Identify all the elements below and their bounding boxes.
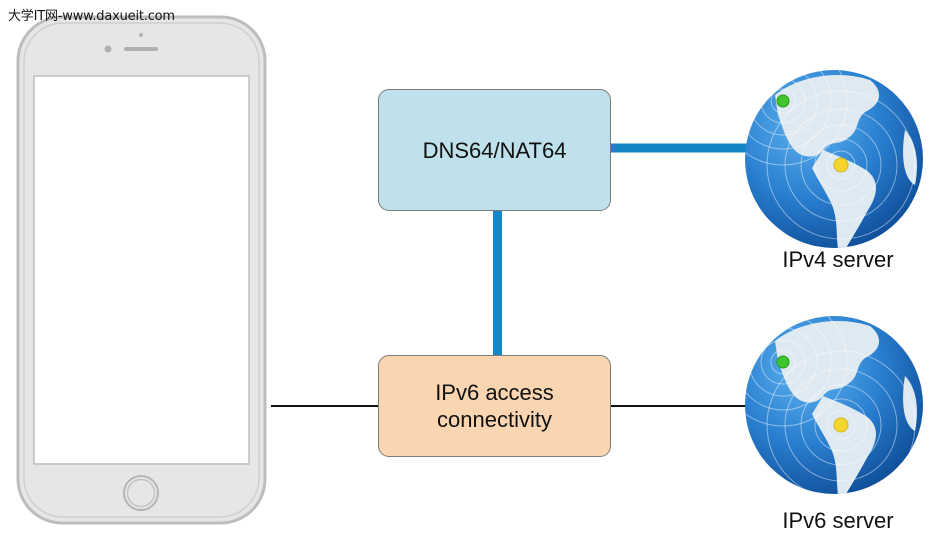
ipv4-server-globe-icon: [745, 70, 923, 248]
iphone-home-button: [123, 475, 159, 511]
dns64-nat64-label: DNS64/NAT64: [422, 137, 567, 163]
ipv6-server-label: IPv6 server: [782, 508, 894, 533]
iphone-camera-icon: [104, 45, 112, 53]
yellow-pin-icon: [833, 157, 849, 173]
iphone-device: [16, 15, 267, 525]
iphone-screen: [33, 75, 250, 465]
green-pin-icon: [776, 94, 790, 108]
dns64-nat64-node: DNS64/NAT64: [378, 89, 611, 211]
ipv6-access-label-line2: connectivity: [437, 407, 552, 432]
iphone-speaker-icon: [124, 47, 158, 51]
ipv4-server-label: IPv4 server: [782, 247, 894, 272]
iphone-sensor-icon: [139, 33, 143, 37]
ipv6-server-globe-icon: [745, 316, 923, 494]
iphone-home-button-inner: [126, 478, 156, 508]
watermark: 大学IT网-www.daxueit.com: [8, 9, 175, 24]
yellow-pin-icon: [833, 417, 849, 433]
green-pin-icon: [776, 355, 790, 369]
ipv6-access-label-line1: IPv6 access: [435, 380, 554, 405]
ipv6-access-connectivity-node: IPv6 access connectivity: [378, 355, 611, 457]
iphone-inner-edge: [23, 22, 260, 518]
